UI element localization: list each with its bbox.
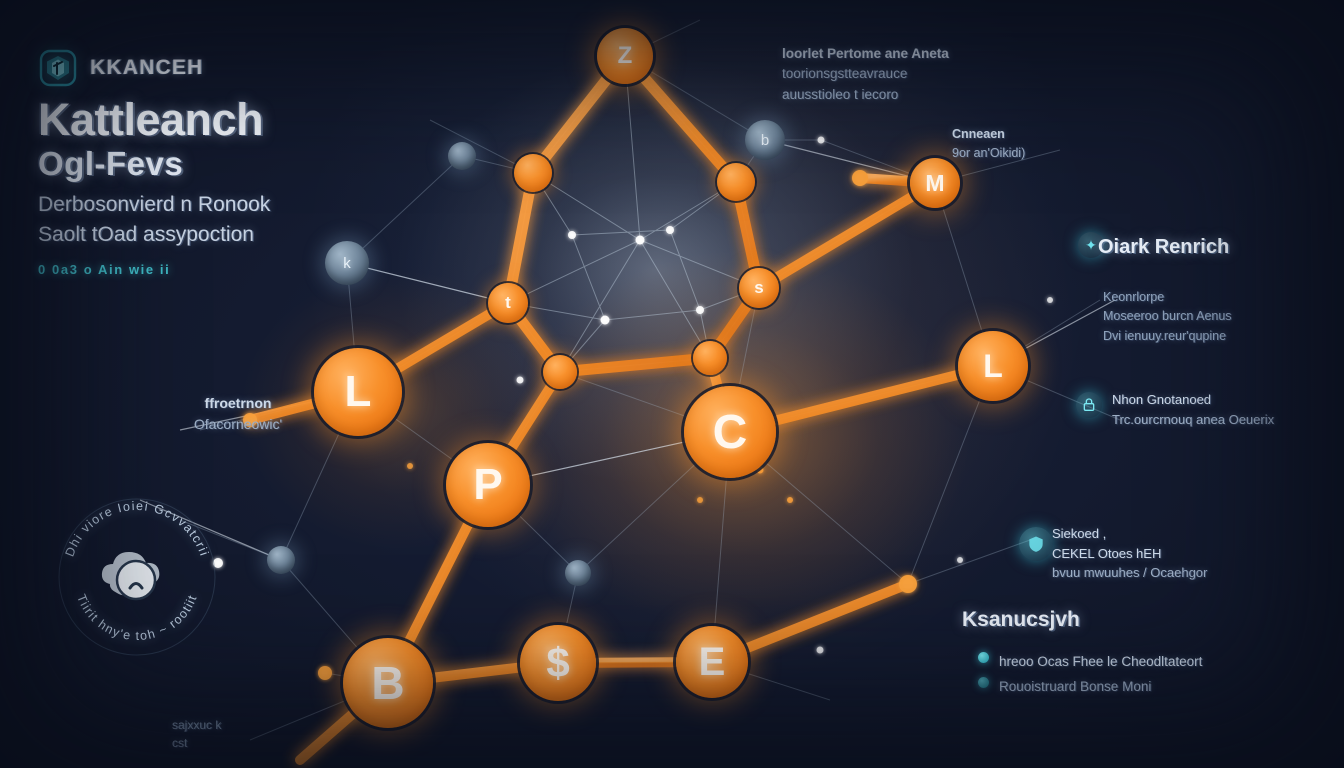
annotation-body-2: CEKEL Otoes hEH <box>1052 545 1162 561</box>
annotation-body-1: Keonrlorpe <box>1103 290 1165 304</box>
hexagon-shield-icon <box>38 48 78 88</box>
coin-node-penguin[interactable]: L <box>958 331 1028 401</box>
page-subtitle: Derbosonvierd n Ronook Saolt tOad assypo… <box>38 190 468 250</box>
gray-node-2[interactable] <box>448 142 476 170</box>
badge-text-top: Dhi viore Ioiei Gcvvatcrii <box>62 499 211 559</box>
coin-label: L <box>983 347 1003 384</box>
annotation-top-right: loorlet Pertome ane Aneta toorionsgsttea… <box>782 44 992 105</box>
annotation-body-1: 9or an'Oikidi) <box>952 145 1026 160</box>
gray-node-5[interactable] <box>565 560 591 586</box>
annotation-heading: ffroetrnon <box>204 395 272 411</box>
coin-label: $ <box>546 639 570 686</box>
coin-node-ripple[interactable]: P <box>446 443 530 527</box>
coin-node-poly-bl[interactable] <box>543 355 577 389</box>
coin-label: P <box>473 460 503 509</box>
gray-node-label: k <box>343 254 351 272</box>
coin-node-dollar[interactable]: $ <box>520 625 596 701</box>
subtitle-line-1: Derbosonvierd n Ronook <box>38 193 271 216</box>
annotation-lock-text: Nhon Gnotanoed Trc.ourcrnouq anea Oeueri… <box>1112 390 1302 429</box>
annotation-heading: Cnneaen <box>952 127 1005 141</box>
list-item: hreoo Ocas Fhee le Cheodltateort <box>978 652 1213 673</box>
coin-node-poly-right[interactable]: s <box>739 268 779 308</box>
annotation-body-3: Dvi ienuuy.reur'qupine <box>1103 328 1227 343</box>
gray-node-3[interactable]: b <box>745 120 785 160</box>
annotation-body-1: toorionsgstteavrauce <box>782 66 908 82</box>
page-title: Kattleanch Ogl-Fevs <box>38 97 558 181</box>
annotation-body-1: Siekoed , <box>1052 526 1107 541</box>
list-item: Rouoistruard Bonse Moni <box>978 676 1213 698</box>
annotation-body-2: Moseeroo burcn Aenus <box>1103 309 1232 324</box>
coin-node-euro[interactable]: E <box>676 626 748 698</box>
coin-label: t <box>505 293 511 312</box>
annotation-heading: loorlet Pertome ane Aneta <box>782 46 949 61</box>
annotation-body-1: Nhon Gnotanoed <box>1112 392 1212 407</box>
coin-node-poly-br[interactable] <box>693 341 727 375</box>
coin-node-poly-tr[interactable] <box>717 163 755 201</box>
list-item-label: hreoo Ocas Fhee le Cheodltateort <box>999 654 1203 669</box>
list-item-label: Rouoistruard Bonse Moni <box>999 678 1152 694</box>
annotation-shield-text: Siekoed , CEKEL Otoes hEH bvuu mwuuhes /… <box>1052 524 1232 583</box>
coin-label: Z <box>617 42 633 69</box>
gray-node-1[interactable]: k <box>325 241 369 285</box>
coin-node-poly-left[interactable]: t <box>488 283 528 323</box>
coin-node-center-hub[interactable]: C <box>684 386 776 478</box>
coin-label: E <box>698 639 726 684</box>
circular-badge: Dhi viore Ioiei Gcvvatcrii Tiirit hny'e … <box>52 492 222 662</box>
coin-label: B <box>371 657 405 709</box>
subtitle-line-2: Saolt tOad assypoction <box>38 222 254 246</box>
mesh-orange-dots <box>243 170 917 680</box>
annotation-heading-right: Oiark Renrich <box>1098 236 1230 258</box>
coin-label: s <box>754 278 764 297</box>
mesh-highlight-lines <box>139 139 1116 561</box>
gray-node-label: b <box>760 131 770 149</box>
lock-icon <box>1076 392 1102 418</box>
coin-node-litecoin[interactable]: L <box>314 348 402 436</box>
spark-icon: ✦ <box>1078 232 1104 258</box>
coin-node-poly-tl[interactable] <box>514 154 552 192</box>
coin-node-z[interactable]: Z <box>597 28 653 84</box>
brand-row: KKANCEH <box>38 48 203 88</box>
gray-node-4[interactable] <box>267 546 295 574</box>
shield-icon <box>1019 527 1053 561</box>
annotation-body-1: Ofacorneowic' <box>193 416 283 432</box>
headline-line-2: Ogl-Fevs <box>38 144 184 182</box>
annotation-monero: Cnneaen 9or an'Oikidi) <box>952 125 1102 163</box>
brand-name: KKANCEH <box>90 56 204 79</box>
annotation-body-2: Trc.ourcrnouq anea Oeuerix <box>1112 411 1275 427</box>
annotation-left: ffroetrnon Ofacorneowic' <box>148 393 328 435</box>
annotation-right-body: Keonrlorpe Moseeroo burcn Aenus Dvi ienu… <box>1103 288 1278 346</box>
annotation-bullet-list: hreoo Ocas Fhee le Cheodltateort Rouoist… <box>978 652 1213 702</box>
annotation-body-2: auusstioleo t iecoro <box>782 86 899 102</box>
annotation-body-2: cst <box>172 736 188 750</box>
bullet-dot-icon <box>978 676 989 688</box>
annotation-heading-bottom: Ksanucsjvh <box>962 608 1080 631</box>
annotation-body-1: sajxxuc k <box>172 718 222 732</box>
page-caption: 0 0a3 o Ain wie ii <box>38 262 171 277</box>
coin-label: C <box>712 405 748 459</box>
coin-node-bitcoin[interactable]: B <box>343 638 433 728</box>
cloud-node-icon <box>101 552 160 601</box>
annotation-bottom-left: sajxxuc k cst <box>172 716 302 752</box>
headline-line-1: Kattleanch <box>38 94 264 145</box>
coin-label: L <box>344 367 372 416</box>
annotation-body-3: bvuu mwuuhes / Ocaehgor <box>1052 565 1208 580</box>
coin-node-monero[interactable]: M <box>910 158 960 208</box>
coin-label: M <box>925 169 945 196</box>
bullet-dot-icon <box>978 652 989 663</box>
